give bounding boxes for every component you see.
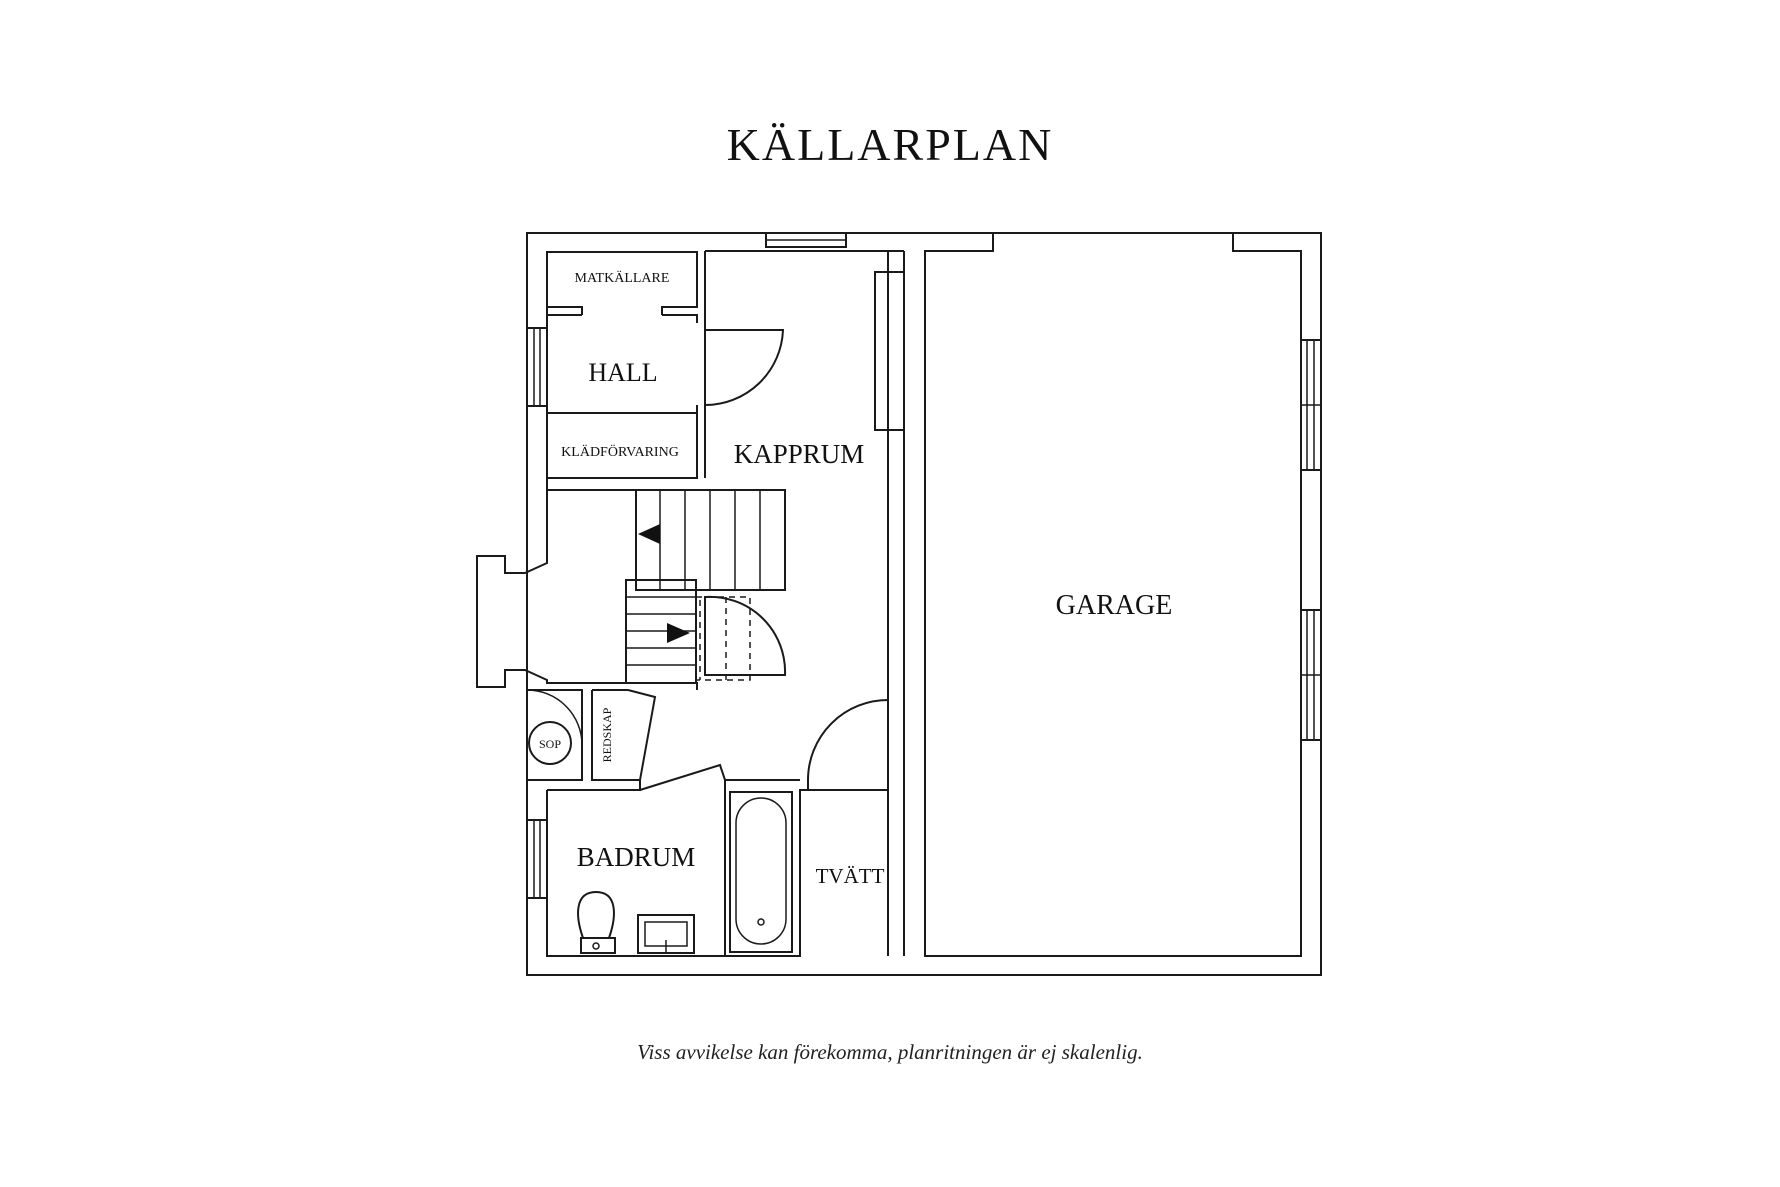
label-hall: HALL [588, 358, 657, 387]
sink [637, 914, 695, 954]
garage-window-1 [1300, 339, 1322, 471]
stairs-lower [625, 579, 697, 684]
toilet [577, 890, 616, 954]
redskap-closet [591, 689, 657, 781]
stairs-upper [635, 489, 786, 591]
outer-wall [526, 232, 1322, 976]
stairs-dashed [696, 595, 787, 681]
tvatt-door [807, 699, 889, 790]
label-tvatt: TVÄTT [816, 864, 885, 888]
label-sop: SOP [539, 737, 561, 751]
label-badrum: BADRUM [577, 842, 696, 872]
bathtub [729, 791, 793, 953]
window-badrum [526, 819, 548, 899]
window-hall [526, 327, 548, 407]
window-top [765, 232, 847, 248]
label-redskap: REDSKAP [600, 707, 614, 762]
kladforvaring-box [546, 412, 698, 479]
matkallare-walls [546, 251, 698, 315]
stair-hall-walls [476, 478, 786, 690]
label-kladforvaring: KLÄDFÖRVARING [561, 443, 679, 460]
garage-window-2 [1300, 609, 1322, 741]
sop-room [526, 689, 583, 781]
kapprum-wardrobe [874, 271, 905, 431]
badrum-walls [546, 763, 889, 957]
garage-walls [924, 233, 1302, 957]
label-garage: GARAGE [1056, 590, 1173, 621]
disclaimer-text: Viss avvikelse kan förekomma, planritnin… [637, 1040, 1143, 1064]
hall-door [704, 329, 785, 406]
plan-title: KÄLLARPLAN [726, 119, 1054, 170]
label-kapprum: KAPPRUM [734, 439, 865, 469]
label-matkallare: MATKÄLLARE [575, 269, 670, 286]
